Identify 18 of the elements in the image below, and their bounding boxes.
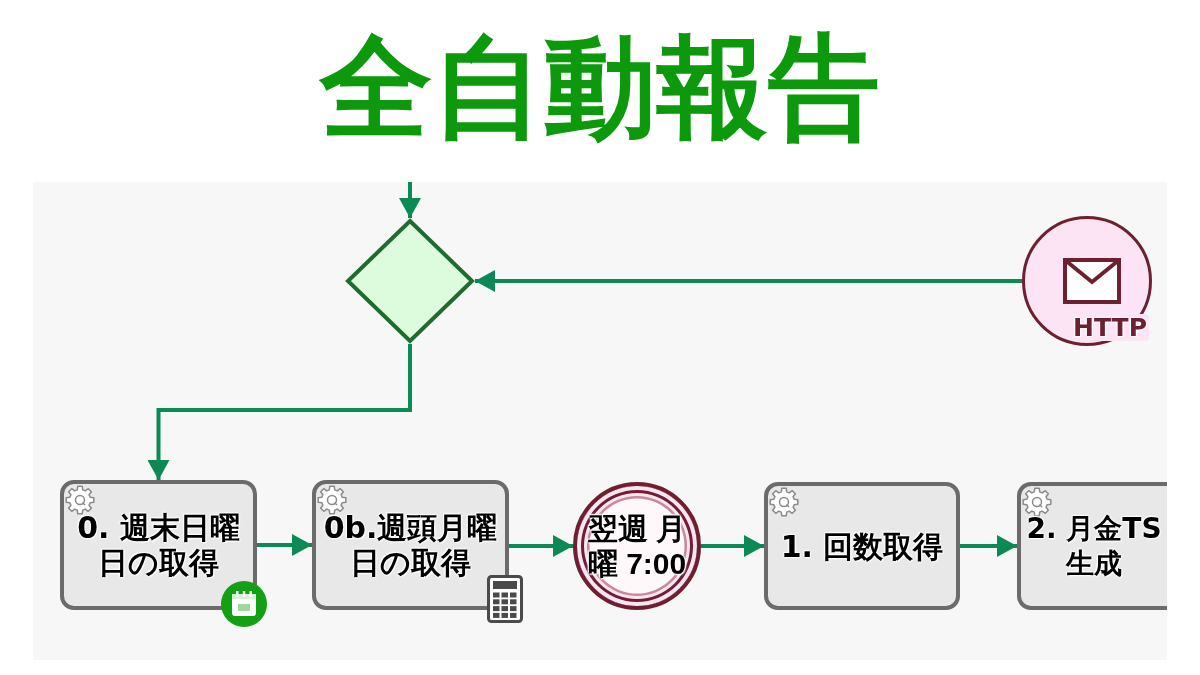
arrow bbox=[399, 182, 421, 218]
task-box bbox=[60, 480, 257, 610]
event-label: 翌週 月曜 7:00 bbox=[587, 511, 687, 581]
arrow bbox=[960, 535, 1017, 557]
task-label: 2. 月金TS生成 bbox=[1025, 511, 1163, 581]
task-box bbox=[312, 480, 509, 610]
task-box bbox=[1017, 482, 1167, 610]
task-label: 0b.週頭月曜日の取得 bbox=[322, 510, 499, 580]
arrow bbox=[509, 535, 573, 557]
decision-diamond bbox=[345, 218, 475, 344]
task-label: 1. 回数取得 bbox=[779, 528, 945, 564]
arrow bbox=[147, 344, 412, 480]
task-box bbox=[764, 482, 960, 610]
arrow bbox=[257, 534, 312, 556]
arrow bbox=[701, 535, 764, 557]
title: 全自動報告 bbox=[320, 22, 880, 152]
arrow bbox=[475, 270, 1022, 292]
task-label: 0. 週末日曜日の取得 bbox=[76, 510, 241, 580]
